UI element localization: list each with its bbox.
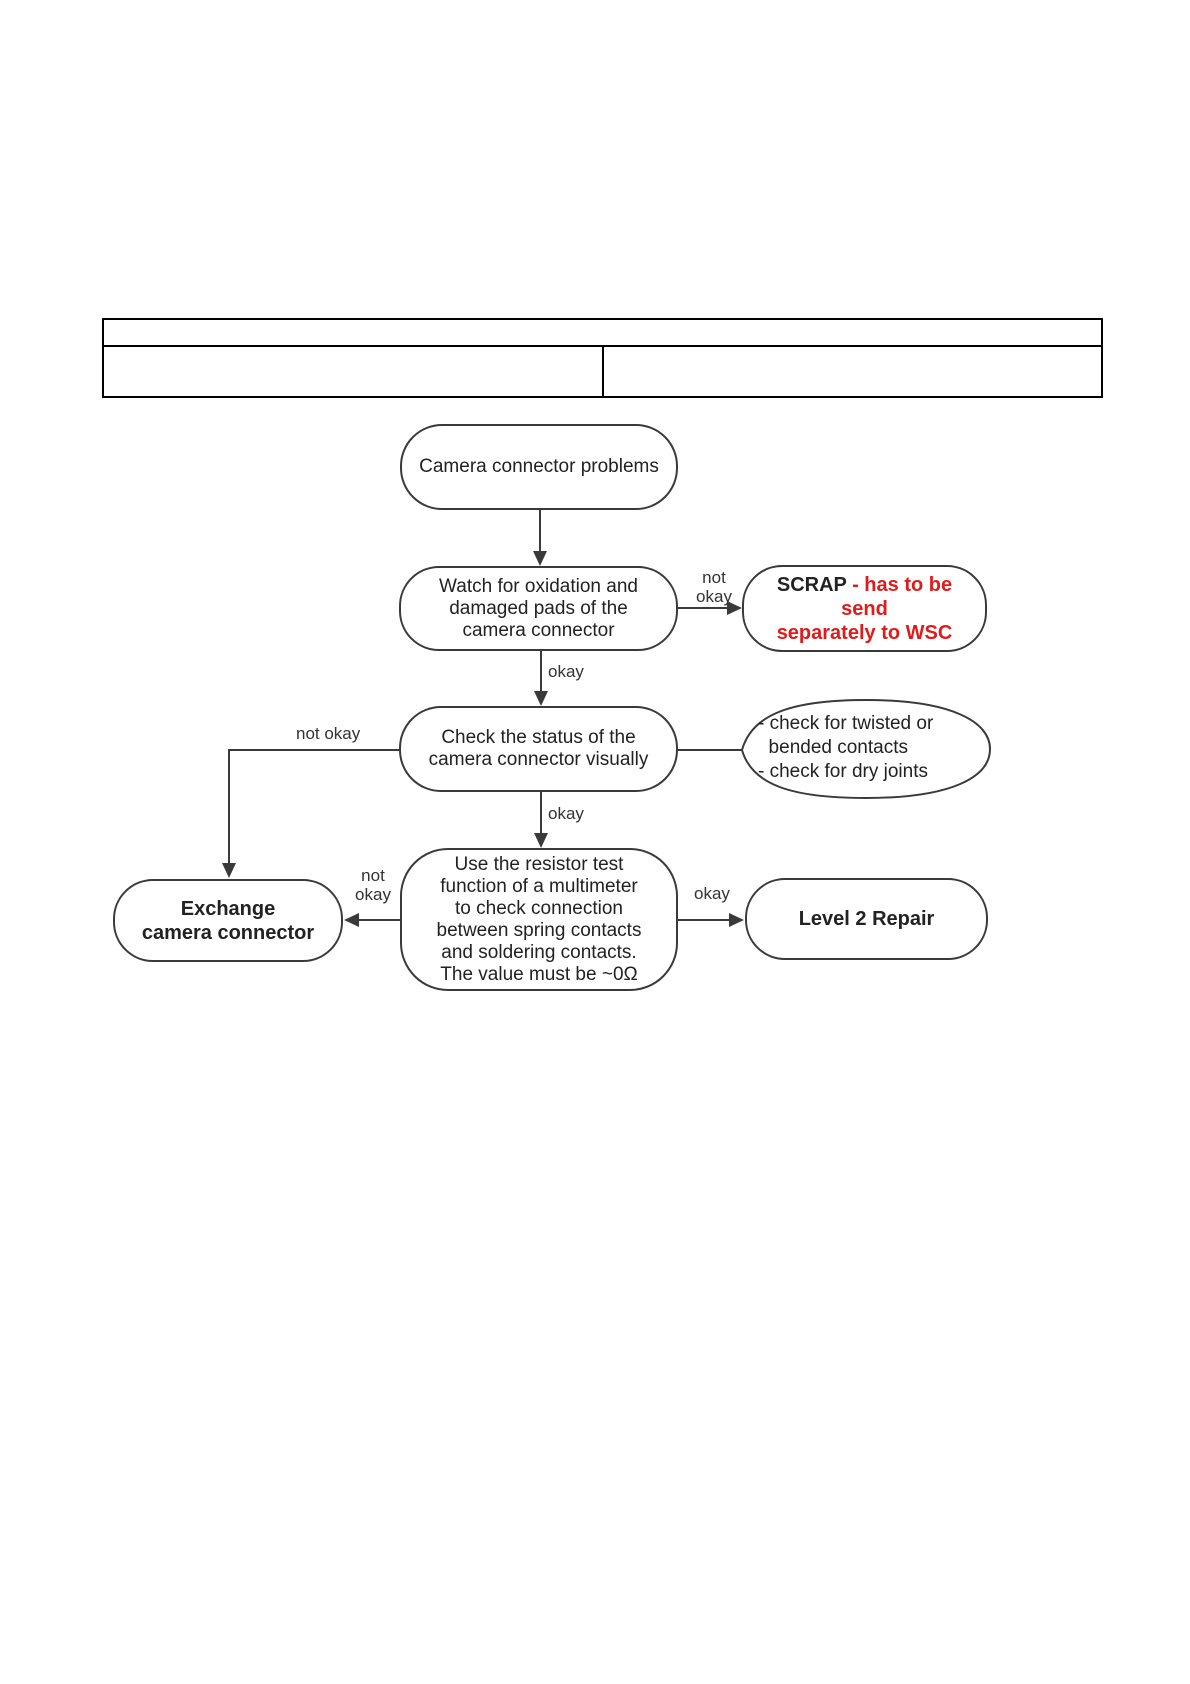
header-table [102,318,1103,398]
arrowhead-left-icon [344,913,359,927]
edge-label-okay: okay [548,662,584,681]
node-exchange-camera-connector: Exchange camera connector [113,879,343,962]
node-camera-connector-problems: Camera connector problems [400,424,678,510]
arrowhead-right-icon [729,913,744,927]
scrap-text: SCRAP - has to be send separately to WSC [754,573,975,645]
arrowhead-down-icon [533,551,547,566]
edge-label-not-okay: not okay [696,568,732,606]
scrap-line1-rest: - has to be send [841,573,953,620]
arrowhead-down-icon [534,691,548,706]
node-scrap: SCRAP - has to be send separately to WSC [742,565,987,652]
scrap-title: SCRAP [776,573,847,596]
arrowhead-down-icon [222,863,236,878]
side-note-checklist: - check for twisted or bended contacts -… [758,713,934,782]
arrow-check-to-exchange [228,749,399,864]
node-resistor-test: Use the resistor test function of a mult… [400,848,678,991]
node-watch-for-oxidation: Watch for oxidation and damaged pads of … [399,566,678,651]
arrowhead-down-icon [534,833,548,848]
header-table-row-1 [104,320,1101,347]
header-table-cell [104,320,1101,345]
header-table-cell [604,347,1101,396]
edge-label-not-okay: not okay [355,866,391,904]
scrap-line2: separately to WSC [776,621,953,644]
node-check-status-visually: Check the status of the camera connector… [399,706,678,792]
node-level-2-repair: Level 2 Repair [745,878,988,960]
edge-label-okay: okay [548,804,584,823]
header-table-row-2 [104,347,1101,396]
header-table-cell [104,347,604,396]
edge-label-okay: okay [694,884,730,903]
edge-label-not-okay: not okay [296,724,361,743]
